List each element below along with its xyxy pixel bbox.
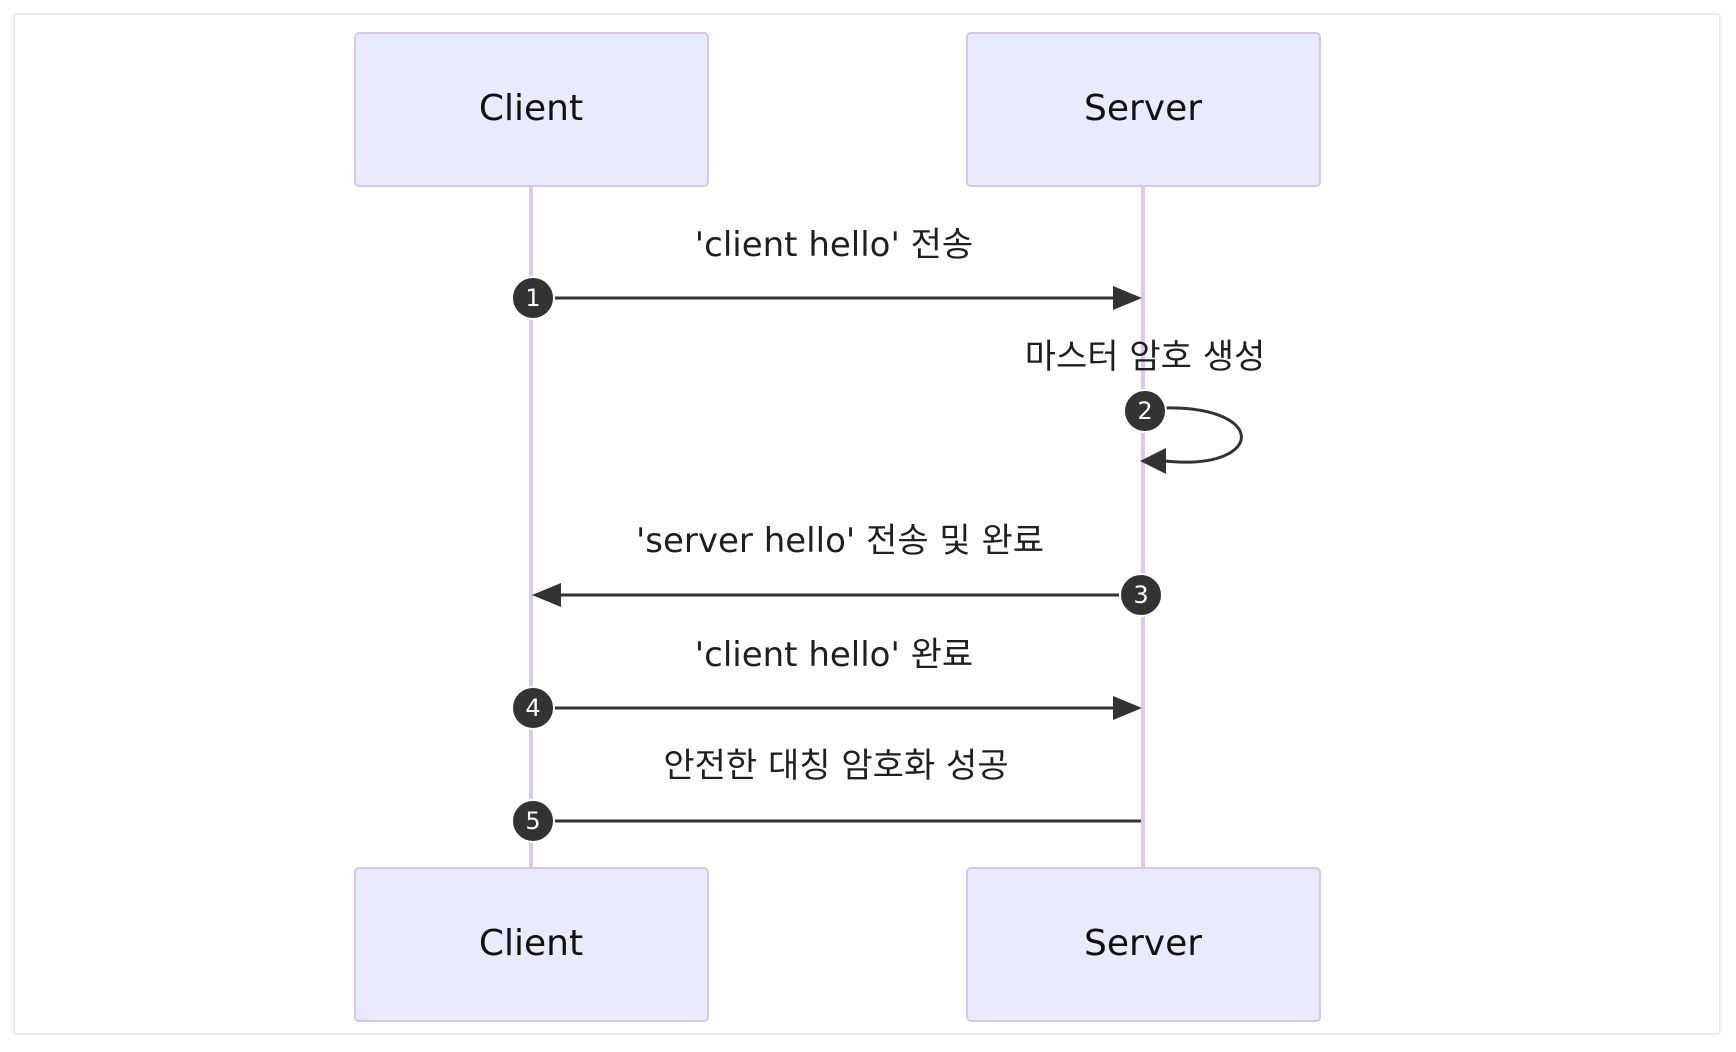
message-3-badge — [1119, 573, 1163, 617]
message-2-number: 2 — [1137, 397, 1152, 425]
actor-server-bottom-label: Server — [1084, 923, 1202, 964]
message-5: 안전한 대칭 암호화 성공 5 — [511, 746, 1141, 843]
actor-server-top-label: Server — [1084, 88, 1202, 129]
message-2: 마스터 암호 생성 2 — [1025, 337, 1266, 474]
message-4-label: 'client hello' 완료 — [695, 635, 973, 675]
message-5-badge — [511, 799, 555, 843]
diagram-frame — [14, 14, 1720, 1034]
message-2-arrowhead — [1140, 448, 1166, 474]
message-2-label: 마스터 암호 생성 — [1025, 337, 1266, 377]
message-5-label: 안전한 대칭 암호화 성공 — [663, 746, 1008, 786]
message-3-arrowhead — [532, 583, 561, 607]
message-4: 'client hello' 완료 4 — [511, 635, 1142, 730]
message-1: 'client hello' 전송 1 — [511, 225, 1142, 320]
message-4-arrowhead — [1113, 696, 1142, 720]
actor-server-top: Server — [966, 32, 1321, 187]
message-4-badge — [511, 686, 555, 730]
actor-client-bottom-label: Client — [479, 923, 583, 964]
message-4-number: 4 — [525, 694, 540, 722]
message-1-number: 1 — [525, 284, 540, 312]
message-2-loop — [1144, 406, 1243, 464]
message-3-label: 'server hello' 전송 및 완료 — [636, 521, 1044, 561]
message-2-badge — [1123, 389, 1167, 433]
message-1-label: 'client hello' 전송 — [695, 225, 973, 265]
message-3: 'server hello' 전송 및 완료 3 — [532, 521, 1163, 617]
actor-client-top: Client — [354, 32, 709, 187]
message-1-badge — [511, 276, 555, 320]
message-3-number: 3 — [1133, 581, 1148, 609]
actor-client-top-label: Client — [479, 88, 583, 129]
message-1-arrowhead — [1113, 286, 1142, 310]
actor-server-bottom: Server — [966, 867, 1321, 1022]
message-5-number: 5 — [525, 807, 540, 835]
actor-client-bottom: Client — [354, 867, 709, 1022]
